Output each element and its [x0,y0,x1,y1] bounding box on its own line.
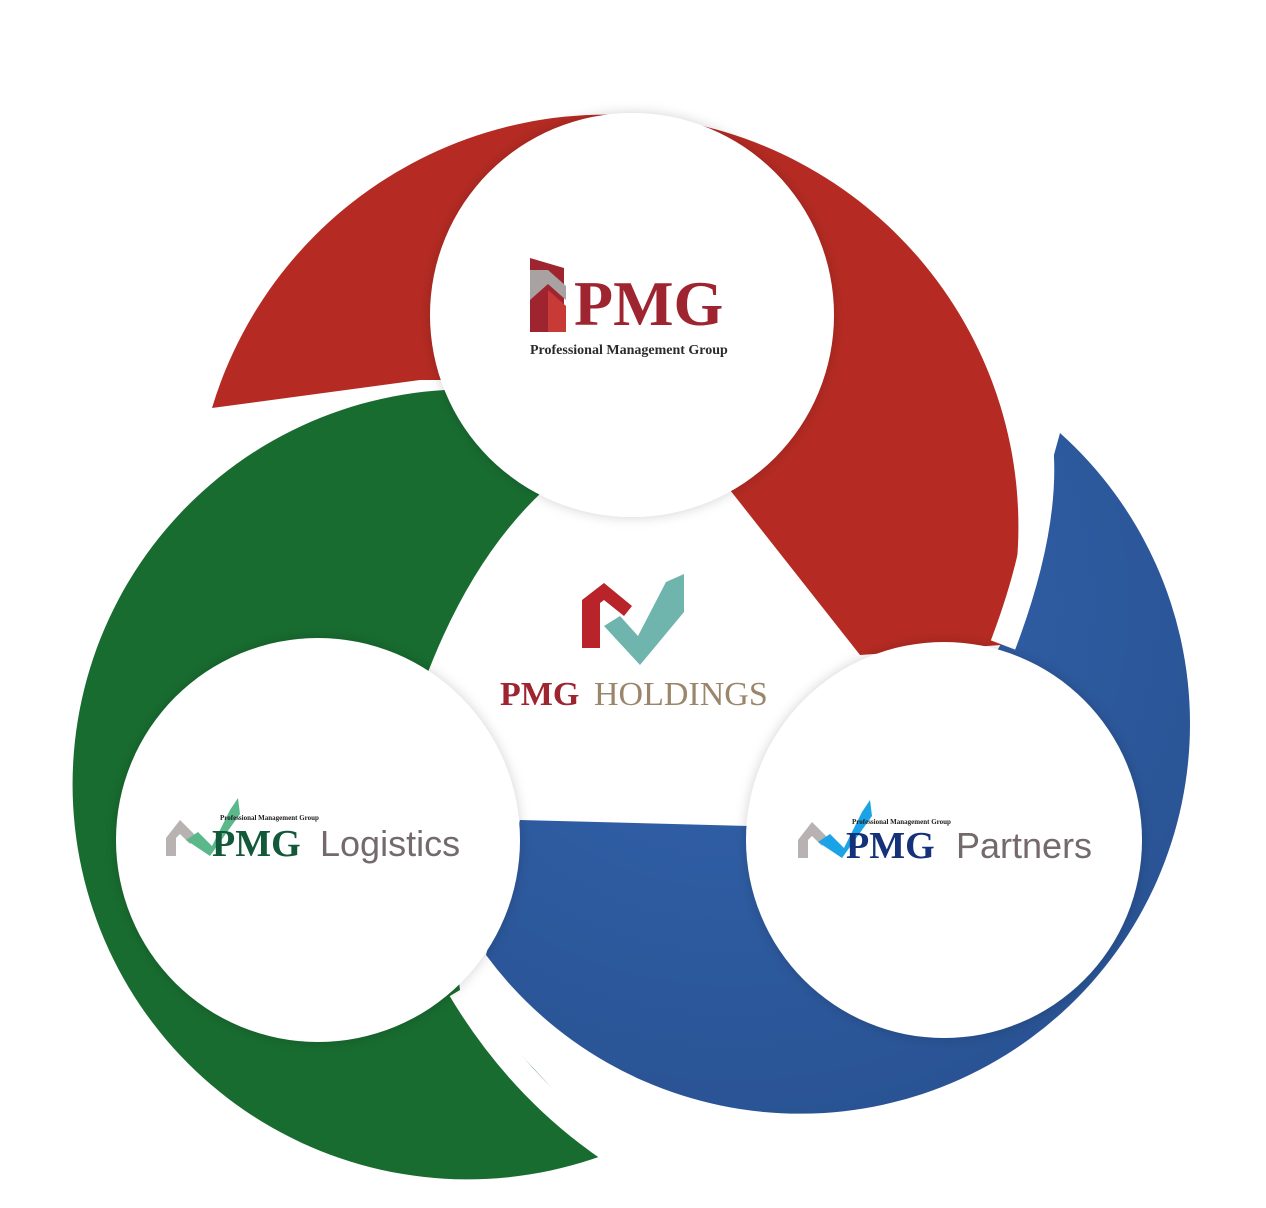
holdings-name-text: HOLDINGS [594,676,768,713]
top-circle [430,113,834,517]
pmg-logistics-logo: Professional Management Group PMG Logist… [166,798,460,865]
holdings-brand-text: PMG [500,676,579,713]
logistics-name-text: Logistics [320,823,460,864]
logistics-tagline: Professional Management Group [220,814,319,822]
pmg-partners-logo: Professional Management Group PMG Partne… [798,800,1092,867]
pmg-holdings-logo: PMG HOLDINGS [500,574,768,713]
center-region [425,492,820,818]
right-circle [746,642,1142,1038]
partners-check-icon [798,800,872,858]
partners-tagline: Professional Management Group [852,818,951,826]
partners-brand-text: PMG [846,825,935,867]
holdings-check-icon [582,574,684,665]
pmg-tagline: Professional Management Group [530,343,728,358]
pmg-logo: PMG Professional Management Group [530,258,728,358]
red-blue-gap [990,406,1055,650]
logistics-brand-text: PMG [212,823,301,865]
logistics-check-icon [166,798,240,856]
green-blue-gap [449,983,619,1162]
partners-name-text: Partners [956,825,1092,866]
left-circle [116,638,520,1042]
pmg-emblem-icon [530,258,566,332]
pmg-brand-text: PMG [574,268,723,339]
